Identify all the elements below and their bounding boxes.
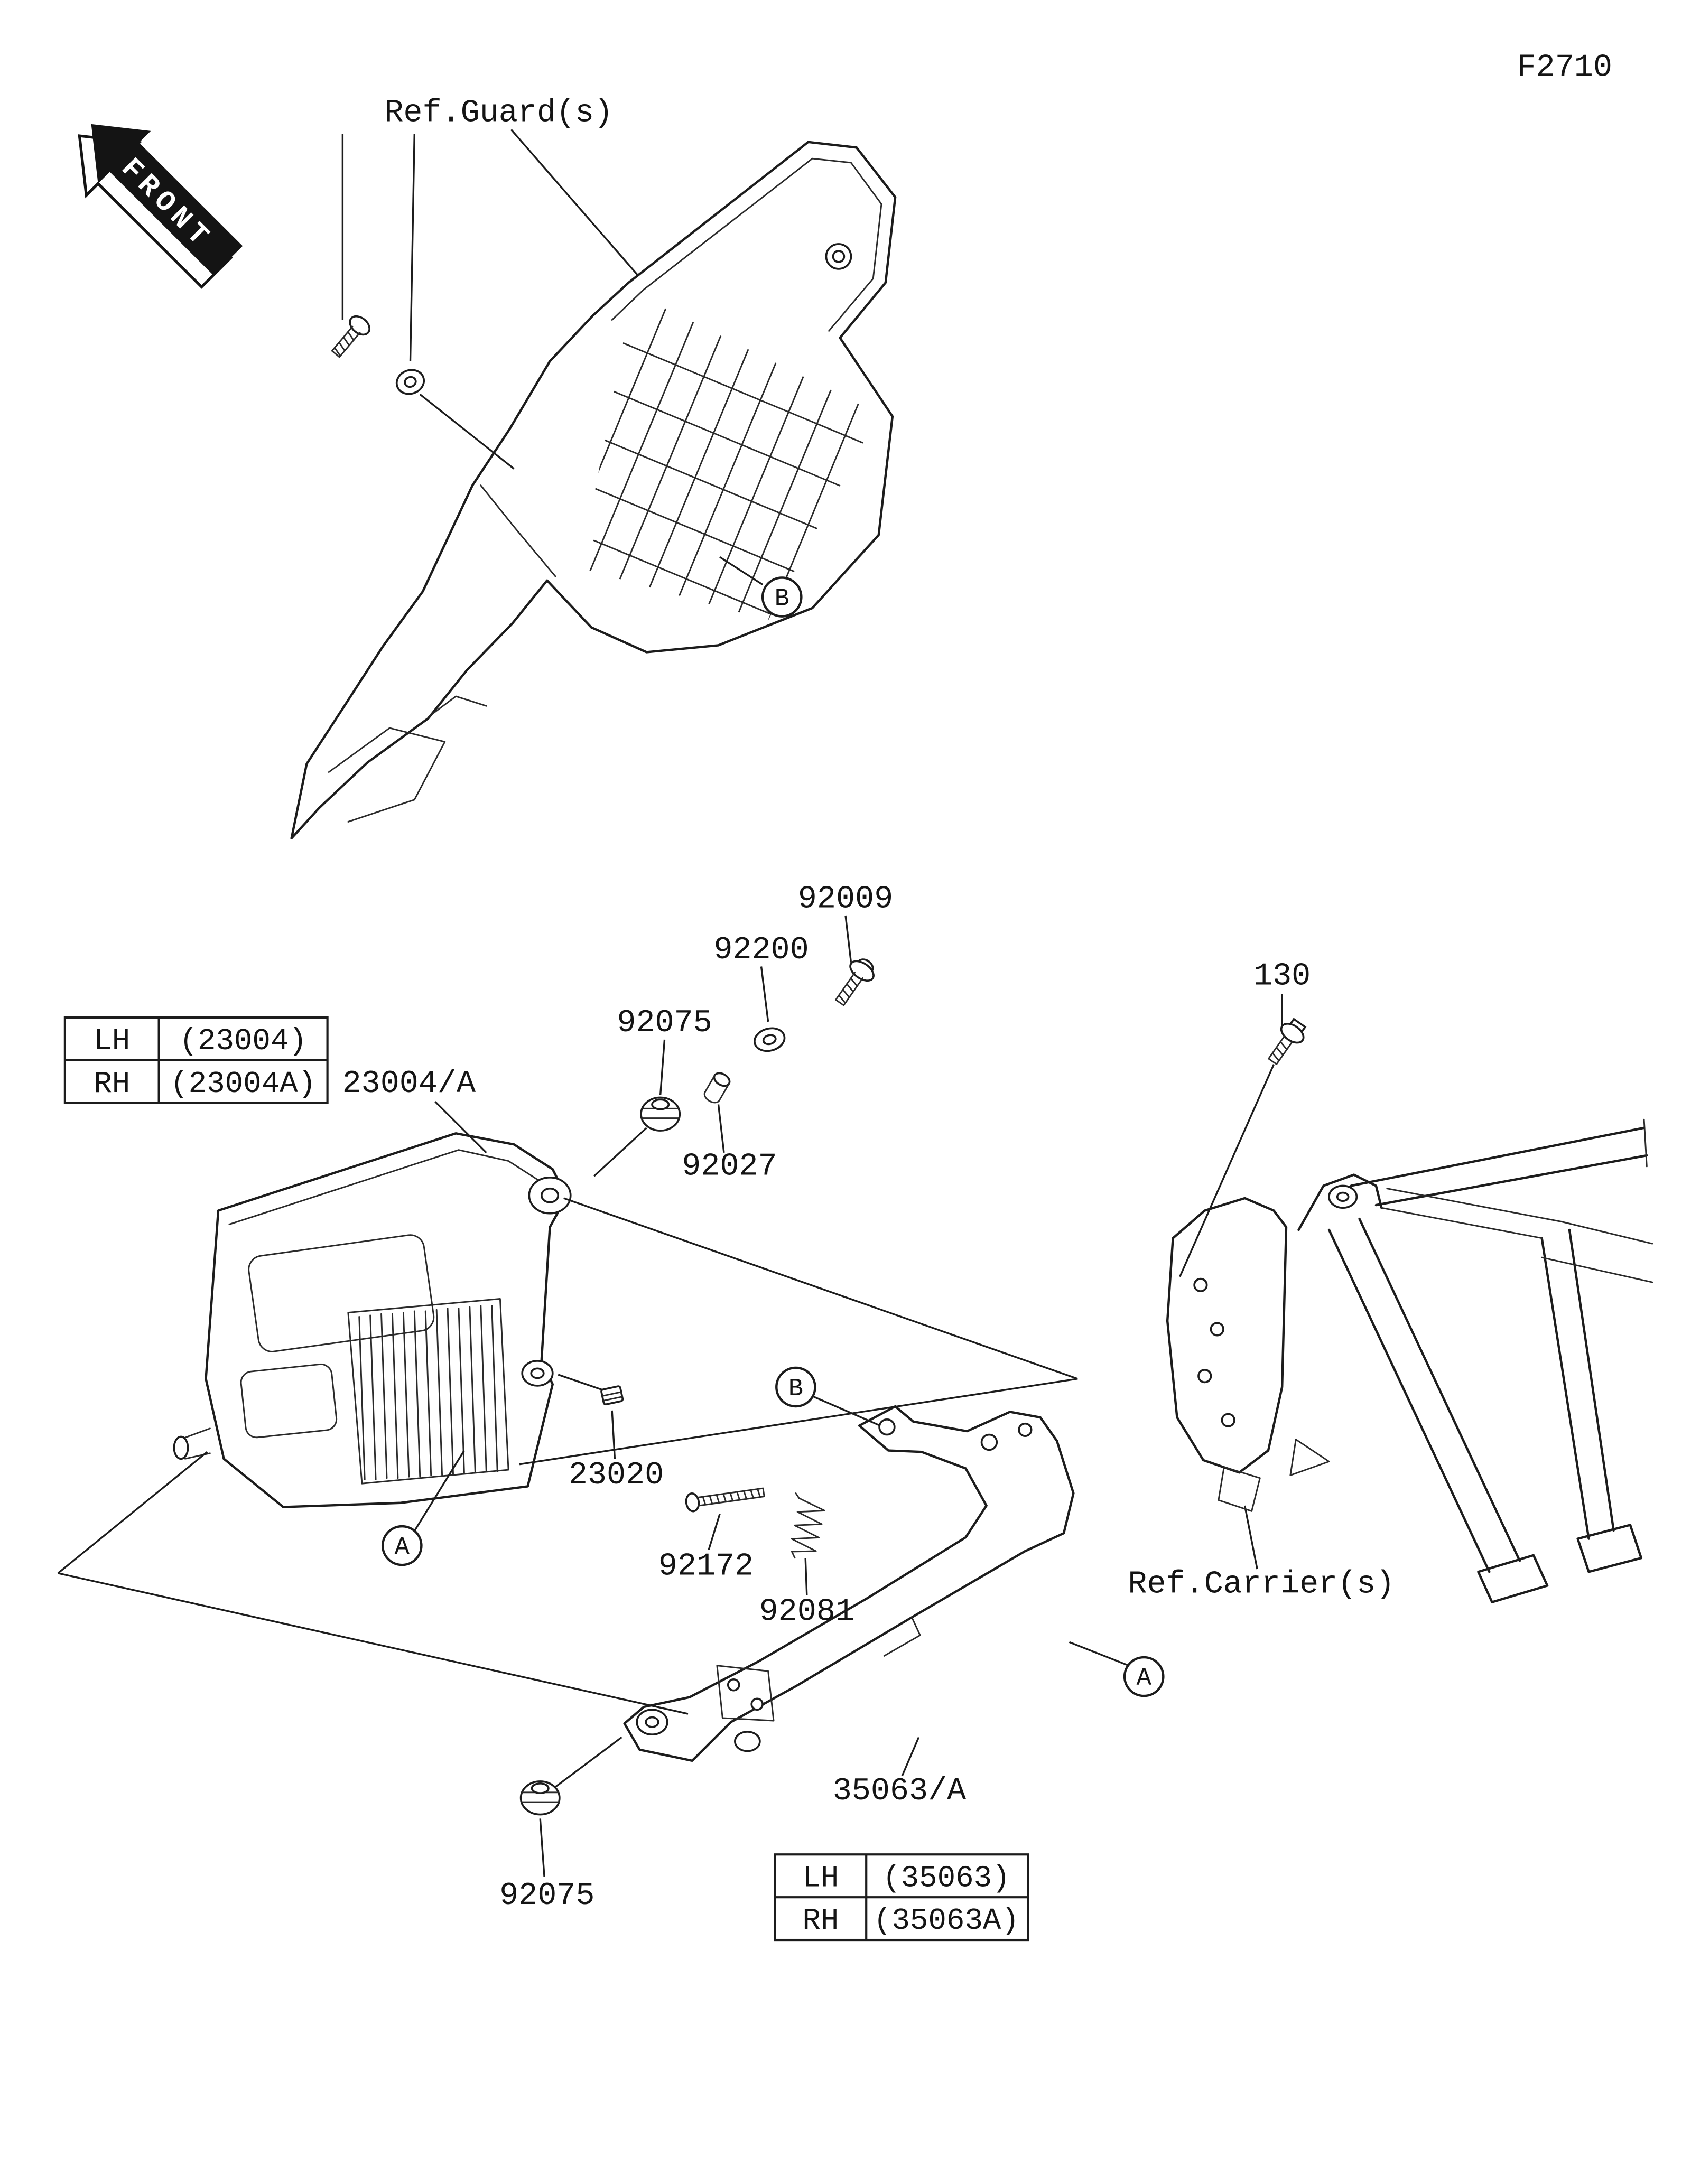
part-label-92081: 92081: [759, 1594, 854, 1630]
leader-callout-b-guard: [719, 556, 764, 586]
leader-92027: [717, 1104, 725, 1153]
leader-92075-upper: [659, 1039, 666, 1095]
part-label-23020: 23020: [569, 1458, 664, 1494]
table-bracket-r2-number: (35063A): [874, 1904, 1019, 1938]
leader-23020-to-lamp: [558, 1374, 603, 1391]
ref-guard-label: Ref.Guard(s): [384, 96, 613, 132]
leader-92081: [804, 1558, 808, 1595]
screw-92172-icon: [685, 1487, 765, 1513]
nut-23020-icon: [600, 1385, 624, 1406]
leader-35063: [901, 1737, 920, 1777]
washer-92200-icon: [754, 1027, 786, 1052]
table-headlamp-r2-side: RH: [94, 1067, 130, 1102]
callout-a-headlamp-letter: A: [395, 1534, 410, 1562]
screw-92009-icon: [835, 958, 875, 1006]
front-direction-marker: FRONT: [78, 124, 243, 289]
leader-callout-b-bracket: [813, 1396, 890, 1431]
callout-a-headlamp: A: [381, 1525, 423, 1566]
collar-92027-icon: [703, 1072, 731, 1104]
projection-line-upper: [563, 1197, 1078, 1380]
table-bracket-r2-side: RH: [802, 1904, 839, 1938]
guard-washer-icon: [395, 369, 425, 395]
bolt-130-icon: [1268, 1018, 1307, 1065]
callout-b-guard: B: [761, 576, 803, 618]
leader-92200: [760, 966, 769, 1022]
projection-line-left-lower: [58, 1572, 689, 1715]
leader-92009: [844, 915, 852, 963]
projection-line-left-upper: [57, 1451, 208, 1574]
leader-130-to-carrier: [1179, 1064, 1275, 1277]
damper-92075-lower-icon: [519, 1780, 561, 1816]
part-label-92200: 92200: [713, 932, 809, 968]
carrier-drawing: [1166, 1118, 1653, 1603]
callout-a-bracket-letter: A: [1137, 1665, 1152, 1693]
guard-grille: [580, 292, 879, 621]
part-label-130: 130: [1253, 958, 1311, 994]
leader-92075-to-ear: [593, 1127, 647, 1177]
table-headlamp-variants: LH (23004) RH (23004A): [63, 1016, 329, 1104]
callout-b-guard-letter: B: [775, 585, 789, 613]
projection-line-mid: [519, 1378, 1078, 1466]
callout-b-bracket: B: [775, 1366, 816, 1408]
part-label-92172: 92172: [658, 1548, 754, 1584]
leader-92075-to-bracket: [554, 1737, 622, 1788]
leader-guard-panel: [510, 129, 639, 277]
leader-guard-washer: [409, 134, 416, 361]
leader-ref-carrier: [1243, 1505, 1258, 1570]
leader-23004: [434, 1101, 487, 1154]
damper-92075-upper-icon: [640, 1096, 681, 1132]
leader-92172: [708, 1514, 721, 1550]
table-headlamp-r1-side: LH: [94, 1024, 130, 1059]
figure-code: F2710: [1517, 50, 1612, 86]
leader-washer-to-guard: [419, 394, 515, 470]
leader-23020: [611, 1410, 616, 1459]
part-label-92075-upper: 92075: [617, 1005, 712, 1041]
table-bracket-r1-number: (35063): [882, 1861, 1010, 1896]
callout-b-bracket-letter: B: [788, 1375, 803, 1403]
ref-carrier-label: Ref.Carrier(s): [1128, 1566, 1395, 1602]
callout-a-bracket: A: [1123, 1656, 1165, 1697]
table-bracket-r1-side: LH: [802, 1861, 839, 1896]
part-label-35063: 35063/A: [833, 1774, 967, 1809]
leader-92075-lower: [539, 1818, 545, 1877]
part-label-92075-lower: 92075: [499, 1878, 594, 1914]
part-label-23004: 23004/A: [342, 1066, 476, 1102]
part-label-92009: 92009: [798, 881, 893, 917]
spring-92081-icon: [791, 1492, 825, 1559]
leader-callout-a-headlamp: [412, 1450, 465, 1534]
table-headlamp-r1-number: (23004): [179, 1024, 307, 1059]
guard-screw-icon: [331, 315, 370, 358]
part-label-92027: 92027: [682, 1149, 777, 1185]
guard-drawing: [290, 141, 897, 840]
table-bracket-variants: LH (35063) RH (35063A): [774, 1853, 1029, 1942]
headlamp-drawing: [173, 1132, 572, 1508]
front-arrow-icon: [91, 124, 243, 275]
table-headlamp-r2-number: (23004A): [170, 1067, 316, 1102]
leader-callout-a-bracket: [1069, 1641, 1129, 1667]
bracket-drawing: [623, 1405, 1075, 1762]
